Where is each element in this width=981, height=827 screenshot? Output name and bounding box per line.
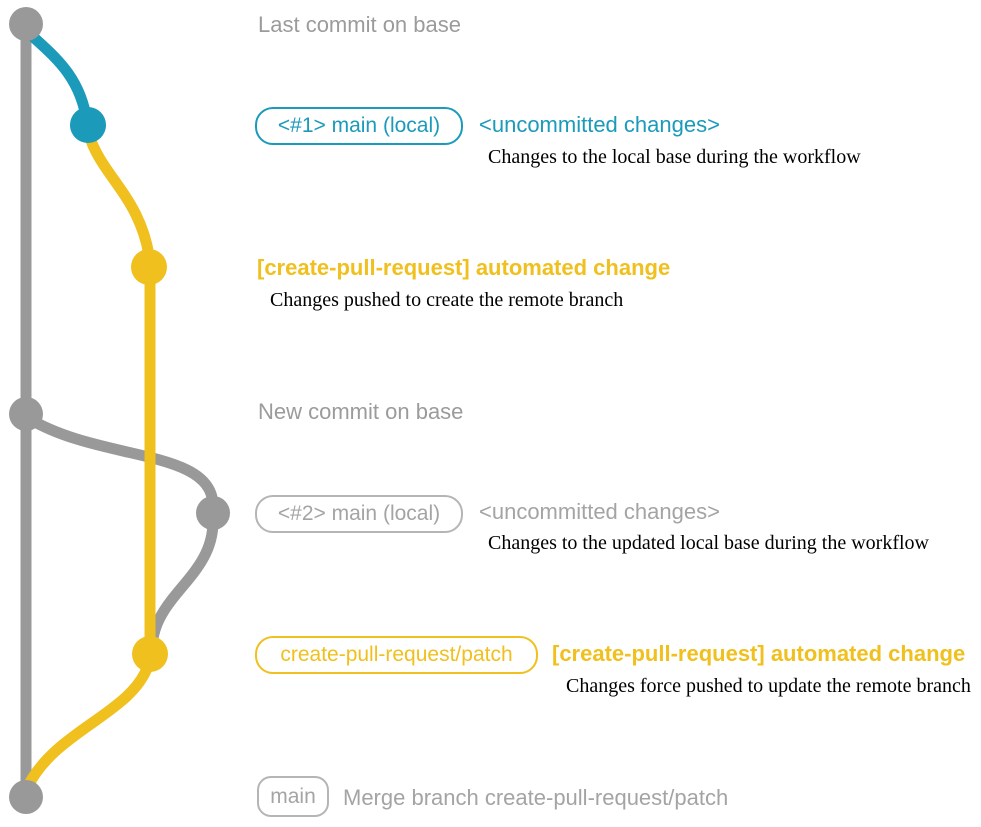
git-graph (9, 7, 230, 814)
uncommitted-changes-label-2: <uncommitted changes> (479, 499, 720, 524)
automated-change-title-2: [create-pull-request] automated change (552, 641, 966, 666)
commit-node-merge (9, 780, 43, 814)
branch-badge-patch-label: create-pull-request/patch (280, 643, 513, 666)
commit-node-local-main-2 (196, 496, 230, 530)
rebase-line (22, 412, 219, 512)
commit-node-patch-push (131, 249, 167, 285)
merge-line (21, 660, 154, 794)
merge-commit-message: Merge branch create-pull-request/patch (343, 785, 729, 810)
branch-badge-main: main (257, 776, 329, 817)
section2-description: Changes pushed to create the remote bran… (270, 289, 624, 311)
section1-description: Changes to the local base during the wor… (488, 146, 861, 168)
last-commit-label: Last commit on base (258, 12, 461, 37)
new-commit-label: New commit on base (258, 399, 464, 424)
branch-badge-patch: create-pull-request/patch (255, 636, 538, 674)
commit-node-patch-force-push (132, 636, 168, 672)
branch-badge-main-local-2-label: <#2> main (local) (277, 502, 441, 525)
patch-branch-line-upper (83, 129, 156, 268)
section3-description: Changes to the updated local base during… (488, 532, 929, 554)
automated-change-title-1: [create-pull-request] automated change (257, 255, 671, 280)
commit-node-last-base (9, 7, 43, 41)
force-push-line (146, 514, 219, 656)
section4-description: Changes force pushed to update the remot… (566, 675, 971, 697)
commit-node-local-main-1 (70, 107, 106, 143)
commit-node-new-base (9, 397, 43, 431)
branch-badge-main-label: main (270, 784, 316, 808)
local-main-branch-line (22, 26, 93, 128)
branch-badge-main-local-1-label: <#1> main (local) (277, 114, 441, 137)
uncommitted-changes-label-1: <uncommitted changes> (479, 112, 720, 137)
branch-badge-main-local-1: <#1> main (local) (255, 107, 463, 145)
branch-badge-main-local-2: <#2> main (local) (255, 495, 463, 533)
